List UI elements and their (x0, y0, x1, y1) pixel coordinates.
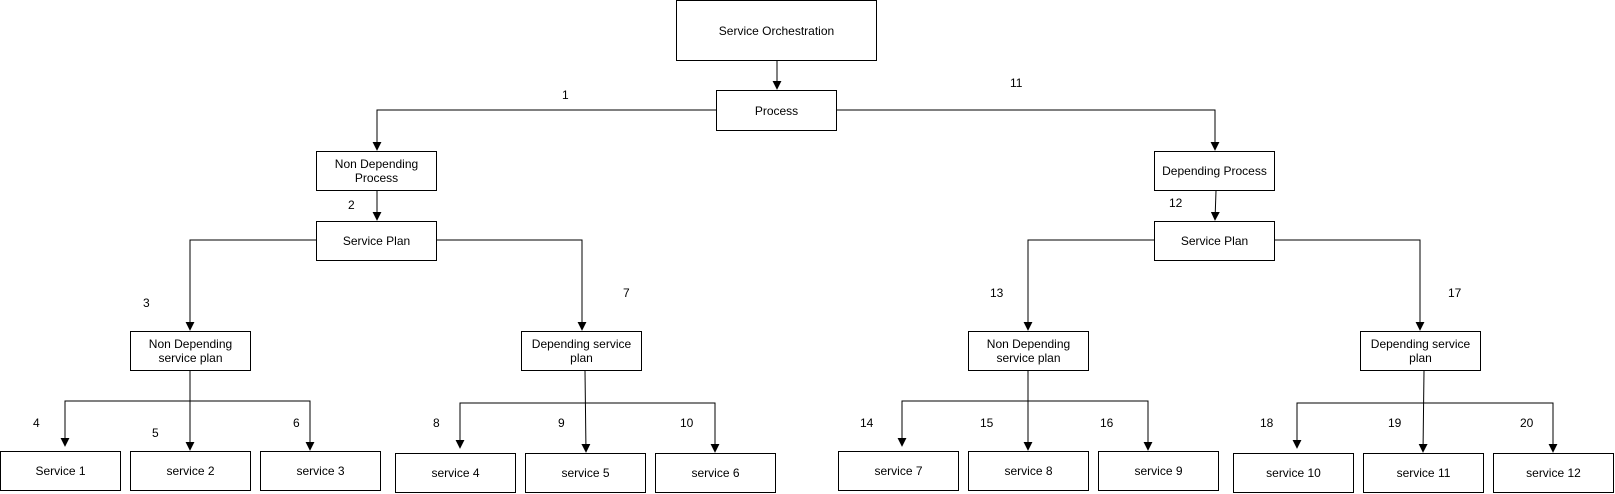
node-label: service 5 (561, 466, 610, 480)
edge-label-13: 13 (990, 286, 1004, 300)
node-label: service 2 (166, 464, 215, 478)
node-label: Service Plan (1180, 234, 1249, 248)
service-4-node[interactable]: service 4 (395, 453, 516, 493)
edge-lplan-ll (185, 239, 316, 331)
edge-rplan-rl (1023, 239, 1154, 331)
depending-process-node[interactable]: Depending Process (1154, 151, 1275, 191)
edge-label-10: 10 (680, 416, 694, 430)
service-3-node[interactable]: service 3 (260, 451, 381, 491)
edge-ll-s1 (60, 400, 190, 447)
edge-label-17: 17 (1448, 286, 1462, 300)
service-orchestration-node[interactable]: Service Orchestration (676, 0, 877, 61)
edge-lr-s5 (581, 370, 591, 453)
edge-label-3: 3 (143, 296, 150, 310)
edge-label-20: 20 (1520, 416, 1534, 430)
edge-label-16: 16 (1100, 416, 1114, 430)
service-1-node[interactable]: Service 1 (0, 451, 121, 491)
node-label: service 8 (1004, 464, 1053, 478)
non-depending-process-node[interactable]: Non Depending Process (316, 151, 437, 191)
service-10-node[interactable]: service 10 (1233, 453, 1354, 493)
service-5-node[interactable]: service 5 (525, 453, 646, 493)
edge-label-8: 8 (433, 416, 440, 430)
edge-label-11: 11 (1010, 76, 1023, 90)
depending-service-plan-left-node[interactable]: Depending service plan (521, 331, 642, 371)
service-6-node[interactable]: service 6 (655, 453, 776, 493)
node-label: Depending service plan (531, 337, 632, 365)
node-label: Service Plan (342, 234, 411, 248)
edge-rr-s11 (1418, 370, 1428, 453)
node-label: service 11 (1396, 466, 1451, 480)
node-label: Non Depending Process (334, 157, 419, 185)
node-label: Depending service plan (1370, 337, 1471, 365)
edge-lplan-lr (437, 239, 587, 331)
edge-ll-s3 (190, 400, 315, 451)
node-label: Service 1 (35, 464, 86, 478)
edge-lr-s6 (586, 402, 720, 453)
service-7-node[interactable]: service 7 (838, 451, 959, 491)
non-depending-service-plan-right-node[interactable]: Non Depending service plan (968, 331, 1089, 371)
non-depending-service-plan-left-node[interactable]: Non Depending service plan (130, 331, 251, 371)
node-label: Service Orchestration (718, 23, 835, 38)
process-node[interactable]: Process (716, 90, 837, 131)
edge-label-2: 2 (348, 198, 355, 212)
node-label: Process (754, 103, 799, 118)
node-label: service 6 (691, 466, 740, 480)
left-service-plan-node[interactable]: Service Plan (316, 221, 437, 261)
node-label: service 10 (1266, 466, 1321, 480)
edge-rl-s9 (1028, 400, 1153, 451)
edge-rr-s12 (1423, 402, 1558, 453)
node-label: Depending Process (1162, 164, 1267, 178)
edge-dep-plan (1210, 190, 1220, 221)
node-label: service 4 (431, 466, 480, 480)
edge-label-1: 1 (562, 88, 569, 102)
edge-label-15: 15 (980, 416, 994, 430)
edge-label-14: 14 (860, 416, 874, 430)
service-8-node[interactable]: service 8 (968, 451, 1089, 491)
edge-label-4: 4 (33, 416, 40, 430)
right-service-plan-node[interactable]: Service Plan (1154, 221, 1275, 261)
edge-label-18: 18 (1260, 416, 1274, 430)
node-label: service 12 (1526, 466, 1581, 480)
edge-label-6: 6 (293, 416, 300, 430)
node-label: service 9 (1134, 464, 1183, 478)
edge-rr-s10 (1292, 402, 1423, 449)
edge-process-nondep (372, 109, 716, 151)
service-11-node[interactable]: service 11 (1363, 453, 1484, 493)
service-2-node[interactable]: service 2 (130, 451, 251, 491)
edge-rl-s7 (897, 400, 1028, 447)
edge-lr-s4 (455, 402, 586, 449)
service-12-node[interactable]: service 12 (1493, 453, 1614, 493)
depending-service-plan-right-node[interactable]: Depending service plan (1360, 331, 1481, 371)
node-label: service 3 (296, 464, 345, 478)
edge-process-dep (837, 109, 1220, 151)
edge-label-5: 5 (152, 426, 159, 440)
edge-label-12: 12 (1169, 196, 1183, 210)
node-label: Non Depending service plan (986, 337, 1071, 365)
edge-label-9: 9 (558, 416, 565, 430)
edge-rplan-rr (1275, 239, 1425, 331)
edge-label-7: 7 (623, 286, 630, 300)
edge-label-19: 19 (1388, 416, 1402, 430)
node-label: Non Depending service plan (148, 337, 233, 365)
node-label: service 7 (874, 464, 923, 478)
service-9-node[interactable]: service 9 (1098, 451, 1219, 491)
